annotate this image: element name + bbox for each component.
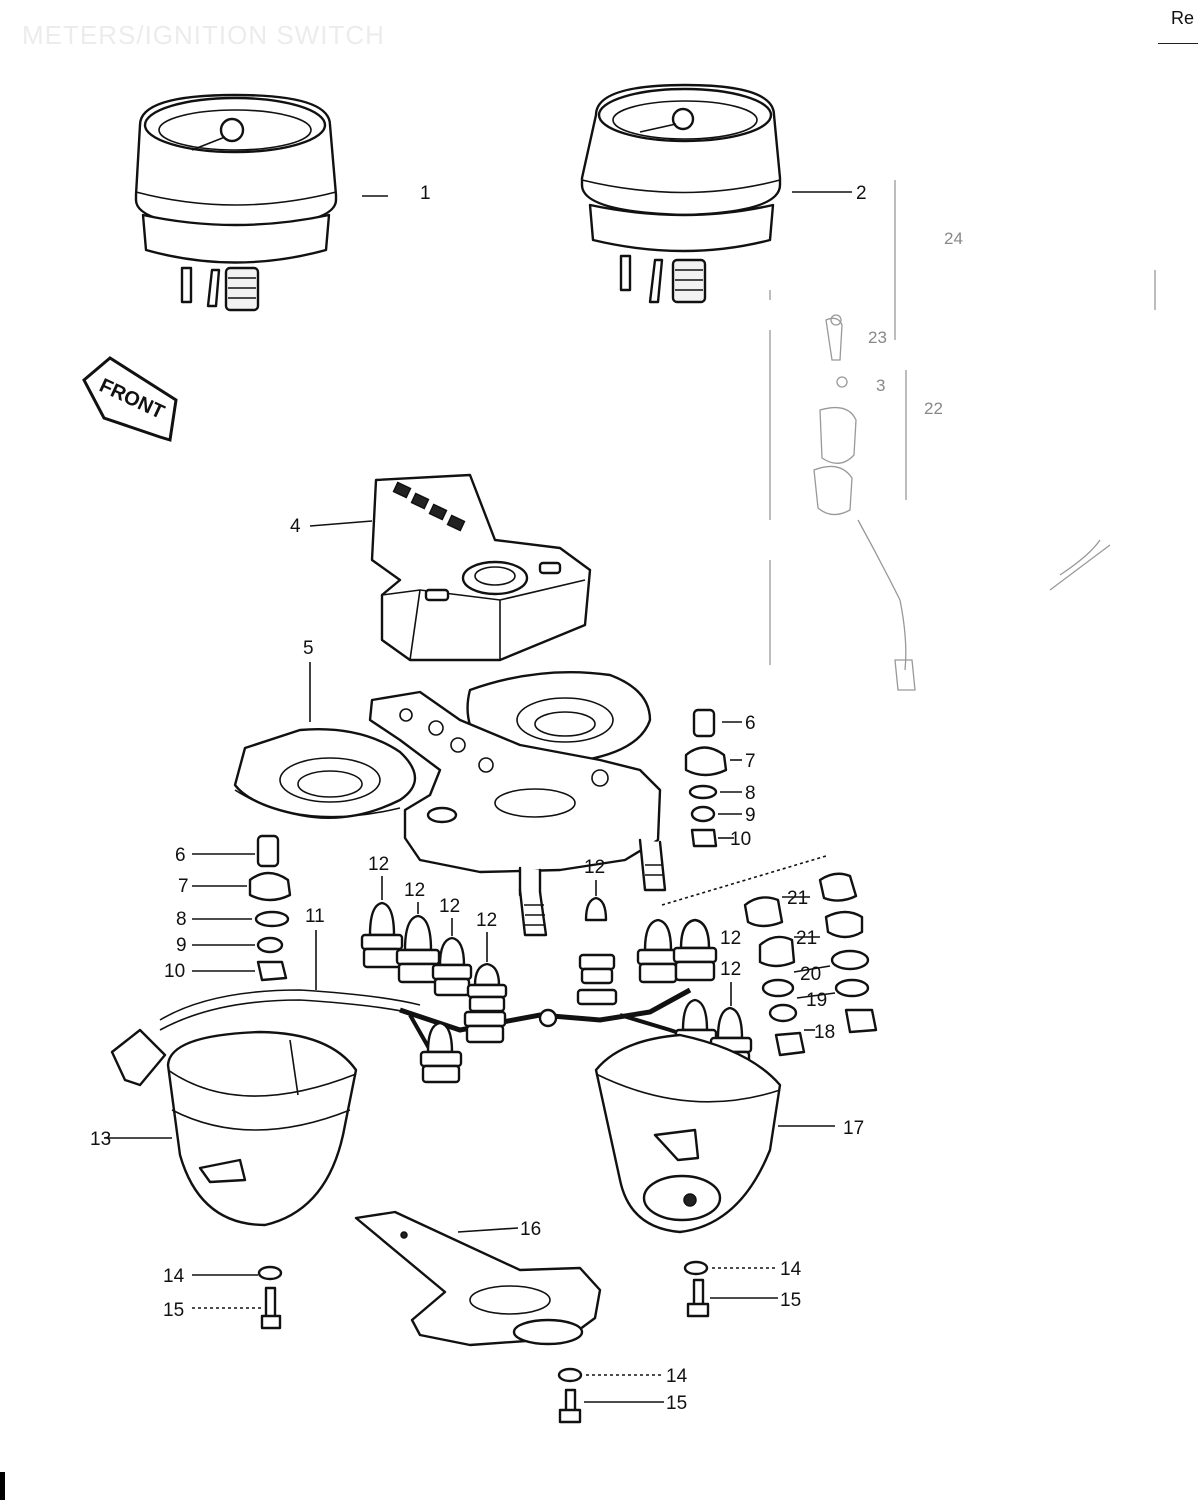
callout-18: 18: [814, 1022, 835, 1043]
ignition-switch-assembly: 24 23 3 22: [769, 180, 1156, 691]
bulb: [360, 901, 404, 969]
callout-19: 19: [806, 990, 827, 1011]
callout-6b: 6: [175, 845, 186, 866]
callout-17: 17: [843, 1118, 864, 1139]
callout-12e: 12: [584, 857, 605, 878]
callout-12g: 12: [720, 959, 741, 980]
bulb: [576, 896, 618, 1006]
bulb: [395, 914, 441, 984]
callout-10b: 10: [164, 961, 185, 982]
callout-11: 11: [305, 906, 325, 927]
callout-1: 1: [420, 183, 431, 204]
callout-12c: 12: [439, 896, 460, 917]
callout-4: 4: [290, 516, 301, 537]
right-meter-cover: 17: [594, 1033, 864, 1234]
callout-12b: 12: [404, 880, 425, 901]
callout-14b: 14: [780, 1259, 802, 1280]
meter-right: 2: [580, 83, 867, 304]
callout-23: 23: [868, 328, 887, 347]
left-fastener-stack: 6 7 8 9 10: [164, 834, 292, 982]
margin-tick: [0, 1472, 5, 1500]
callout-12f: 12: [720, 928, 741, 949]
callout-15c: 15: [666, 1393, 687, 1414]
bulb: [431, 936, 473, 997]
bulb: [672, 918, 718, 982]
callout-15b: 15: [780, 1290, 801, 1311]
callout-9b: 9: [176, 935, 187, 956]
callout-14c: 14: [666, 1366, 688, 1387]
callout-8a: 8: [745, 783, 756, 804]
callout-21a: 21: [787, 888, 808, 909]
bulb: [466, 962, 508, 1013]
callout-15a: 15: [163, 1300, 184, 1321]
callout-2: 2: [856, 183, 867, 204]
callout-8b: 8: [176, 909, 187, 930]
callout-14a: 14: [163, 1266, 185, 1287]
callout-12d: 12: [476, 910, 497, 931]
bulb: [419, 1021, 463, 1084]
indicator-bulbs: 12 12 12 12 12 12 12: [360, 854, 827, 1084]
callout-12a: 12: [368, 854, 389, 875]
page-title: METERS/IGNITION SWITCH: [22, 20, 385, 50]
indicator-housing: 4: [290, 473, 592, 662]
bottom-hardware: 21 21 20 19 18: [743, 872, 878, 1057]
meter-left: 1: [134, 93, 431, 312]
bulb: [636, 918, 680, 984]
right-fastener-stack: 6 7 8 9 10: [684, 708, 756, 850]
callout-3: 3: [876, 376, 885, 395]
callout-22: 22: [924, 399, 943, 418]
callout-5: 5: [303, 638, 314, 659]
corner-text: Re: [1170, 8, 1194, 28]
callout-16: 16: [520, 1219, 541, 1240]
callout-21b: 21: [796, 928, 817, 949]
callout-24: 24: [944, 229, 963, 248]
cover-fasteners: 14 15 14 15 14 15: [163, 1259, 802, 1424]
meter-bracket: 5: [233, 638, 667, 937]
callout-9a: 9: [745, 805, 756, 826]
callout-13: 13: [90, 1129, 111, 1150]
front-arrow-icon: FRONT: [82, 356, 178, 442]
callout-6a: 6: [745, 713, 756, 734]
callout-7a: 7: [745, 751, 756, 772]
callout-20: 20: [800, 964, 821, 985]
bulb: [463, 1010, 507, 1044]
left-meter-cover: 13: [90, 1030, 358, 1227]
callout-7b: 7: [178, 876, 189, 897]
corner-rule: [1158, 43, 1198, 44]
lower-mount-bracket: 16: [354, 1210, 602, 1347]
callout-10a: 10: [730, 829, 751, 850]
